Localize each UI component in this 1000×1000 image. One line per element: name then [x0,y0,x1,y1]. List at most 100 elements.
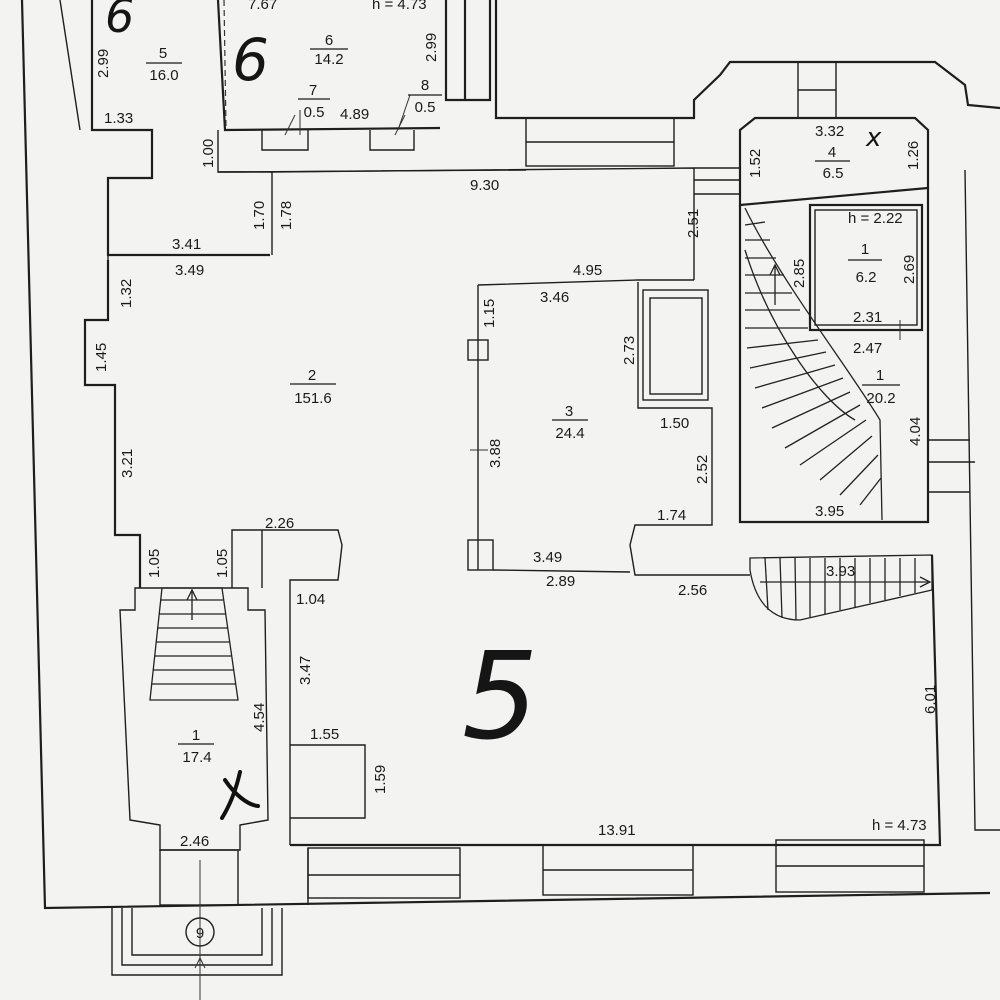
room-area: 6.2 [856,269,877,286]
room-label-6: 6 14.2 [310,32,348,68]
handwritten-6-corner: 6 [105,0,134,43]
entrance-marker-circle [185,917,215,947]
room-area: 0.5 [415,99,436,116]
dim-label: 2.26 [265,515,294,532]
dim-label: 1.50 [660,415,689,432]
dim-label: 1.52 [747,149,764,178]
entrance-room: 9 [111,587,283,1000]
room-area: 17.4 [182,749,211,766]
window-strips-bottom [307,839,925,905]
dim-label: h = 4.73 [872,817,927,834]
dim-label: 2.31 [853,309,882,326]
dim-label: 2.56 [678,582,707,599]
dim-label: 1.05 [146,549,163,578]
lower-hall-walls [290,169,1000,847]
dim-label: 1.33 [104,110,133,127]
dim-label: 1.78 [278,201,295,230]
dim-label: 2.52 [694,455,711,484]
dim-label: 3.49 [533,549,562,566]
room-number: 1 [876,367,884,384]
room-label-1-entry: 1 17.4 [178,727,214,766]
dim-label: 1.59 [372,765,389,794]
room-number: 2 [308,367,316,384]
room-area: 151.6 [294,390,332,407]
room-number: 6 [325,32,333,49]
dim-label: 1.05 [214,549,231,578]
dim-label: 1.04 [296,591,325,608]
room-area: 16.0 [149,67,178,84]
handwritten-5: 5 [462,628,538,767]
dim-label: 2.99 [95,49,112,78]
dimension-labels-vertical: 2.99 2.99 1.00 1.52 1.26 1.70 1.78 2.51 … [93,33,939,794]
dim-label: 3.21 [119,449,136,478]
handwritten-marks: 6 6 5 x [105,0,882,820]
dim-label: 4.54 [251,703,268,732]
dim-label: 1.55 [310,726,339,743]
opening-ticks [284,94,901,451]
handwritten-cross-mark [220,770,260,820]
dim-label: h = 2.22 [848,210,903,227]
dim-label: 3.46 [540,289,569,306]
main-hall-walls [83,260,343,845]
room-label-7: 7 0.5 [298,82,330,121]
dim-label: 2.51 [685,209,702,238]
entrance-marker-label: 9 [196,925,204,942]
room-area: 6.5 [823,165,844,182]
dim-label: 3.49 [175,262,204,279]
room-label-1-stair: 1 20.2 [862,367,900,407]
dim-label: 1.45 [93,343,110,372]
dim-label: 2.99 [423,33,440,62]
window-strips-top [217,117,675,173]
dim-label: 3.47 [297,656,314,685]
dim-label: 2.85 [791,259,808,288]
dim-label: 3.93 [826,563,855,580]
room-number: 5 [159,45,167,62]
lower-staircase [749,554,933,621]
dim-label: 1.70 [251,201,268,230]
dim-label: 2.69 [901,255,918,284]
room-3-walls [467,279,750,576]
room-label-2: 2 151.6 [290,367,336,407]
handwritten-6: 6 [232,26,269,94]
dim-label: 13.91 [598,822,636,839]
room-label-8: 8 0.5 [408,77,442,116]
handwritten-x-small: x [865,123,882,153]
dimension-labels: 7.67 1.33 4.89 9.30 3.32 h = 2.22 3.41 3… [104,0,927,850]
room-number: 7 [309,82,317,99]
dim-label: 3.88 [487,439,504,468]
dim-label: 4.89 [340,106,369,123]
outer-walls [20,0,1000,910]
dim-label: 3.41 [172,236,201,253]
dim-label: 3.95 [815,503,844,520]
right-upper-rooms [694,116,975,524]
dim-label: 9.30 [470,177,499,194]
room-area: 0.5 [304,104,325,121]
dim-label: 1.00 [200,139,217,168]
dim-label: 2.47 [853,340,882,357]
room-number: 3 [565,403,573,420]
dim-label: 3.32 [815,123,844,140]
room-label-3: 3 24.4 [552,403,588,442]
dim-label: 1.15 [481,299,498,328]
room-label-5-top: 5 16.0 [146,45,182,84]
room-number: 4 [828,144,836,161]
dim-label: 4.04 [907,417,924,446]
room-area: 14.2 [314,51,343,68]
dim-label: h = 4.73 [372,0,427,13]
dim-label: 1.32 [118,279,135,308]
room-label-4: 4 6.5 [815,144,850,182]
dim-label: 4.95 [573,262,602,279]
room-number: 1 [861,241,869,258]
spiral-staircase [744,207,883,521]
room-area: 20.2 [866,390,895,407]
dim-label: 1.26 [905,141,922,170]
dim-label: 2.46 [180,833,209,850]
dim-label: 7.67 [248,0,277,13]
room-number: 8 [421,77,429,94]
room-number: 1 [192,727,200,744]
dim-label: 1.74 [657,507,686,524]
room-label-1-small: 1 6.2 [848,241,882,286]
dim-label: 2.73 [621,336,638,365]
dim-label: 6.01 [922,685,939,714]
